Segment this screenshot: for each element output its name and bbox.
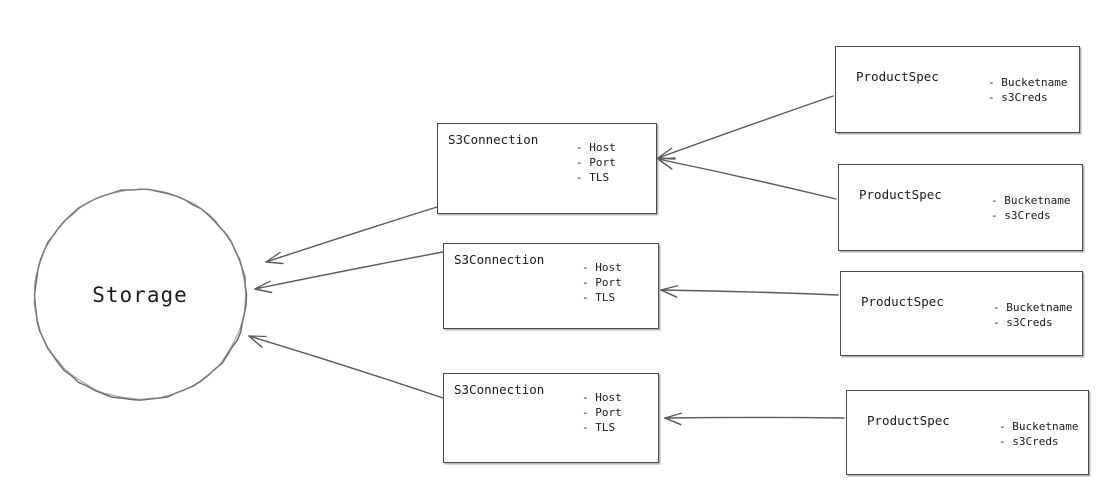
s3connection-node-title: S3Connection — [448, 132, 539, 147]
productspec-node-attributes: - Bucketname - s3Creds — [988, 75, 1067, 105]
productspec-node-attributes: - Bucketname - s3Creds — [999, 419, 1078, 449]
s3connection-node-3[interactable]: S3Connection - Host - Port - TLS — [443, 373, 659, 463]
attribute-item: - Bucketname — [988, 76, 1068, 89]
productspec-node-attributes: - Bucketname - s3Creds — [993, 300, 1072, 330]
arrow-spec3-to-conn2 — [660, 285, 839, 298]
s3connection-node-title: S3Connection — [454, 252, 545, 267]
productspec-node-title: ProductSpec — [856, 69, 939, 84]
productspec-node-title: ProductSpec — [861, 294, 944, 309]
arrow-spec4-to-conn3 — [664, 412, 845, 426]
productspec-node-1[interactable]: ProductSpec - Bucketname - s3Creds — [835, 46, 1080, 133]
arrow-conn1-to-storage — [265, 206, 438, 265]
attribute-item: - s3Creds — [988, 91, 1048, 104]
attribute-item: - Host — [582, 261, 622, 274]
attribute-item: - s3Creds — [993, 316, 1053, 329]
attribute-item: - Bucketname — [999, 420, 1079, 433]
arrow-spec2-to-conn1 — [657, 157, 837, 200]
attribute-item: - s3Creds — [999, 435, 1059, 448]
productspec-node-attributes: - Bucketname - s3Creds — [991, 193, 1070, 223]
attribute-item: - Port — [582, 406, 622, 419]
s3connection-node-attributes: - Host - Port - TLS — [576, 140, 616, 185]
s3connection-node-attributes: - Host - Port - TLS — [582, 390, 622, 435]
attribute-item: - s3Creds — [991, 209, 1051, 222]
attribute-item: - TLS — [576, 171, 610, 184]
arrow-conn2-to-storage — [254, 251, 444, 294]
attribute-item: - TLS — [582, 421, 616, 434]
attribute-item: - TLS — [582, 291, 616, 304]
s3connection-node-title: S3Connection — [454, 382, 545, 397]
productspec-node-title: ProductSpec — [867, 413, 950, 428]
productspec-node-2[interactable]: ProductSpec - Bucketname - s3Creds — [838, 164, 1083, 251]
attribute-item: - Host — [582, 391, 622, 404]
productspec-node-3[interactable]: ProductSpec - Bucketname - s3Creds — [840, 271, 1083, 356]
arrow-conn3-to-storage — [248, 335, 444, 399]
attribute-item: - Port — [582, 276, 622, 289]
storage-node-label: Storage — [92, 283, 188, 307]
s3connection-node-2[interactable]: S3Connection - Host - Port - TLS — [443, 243, 659, 329]
s3connection-node-attributes: - Host - Port - TLS — [582, 260, 622, 305]
productspec-node-title: ProductSpec — [859, 187, 942, 202]
attribute-item: - Bucketname — [993, 301, 1073, 314]
s3connection-node-1[interactable]: S3Connection - Host - Port - TLS — [437, 123, 657, 214]
attribute-item: - Port — [576, 156, 616, 169]
productspec-node-4[interactable]: ProductSpec - Bucketname - s3Creds — [846, 390, 1089, 475]
attribute-item: - Bucketname — [991, 194, 1071, 207]
attribute-item: - Host — [576, 141, 616, 154]
